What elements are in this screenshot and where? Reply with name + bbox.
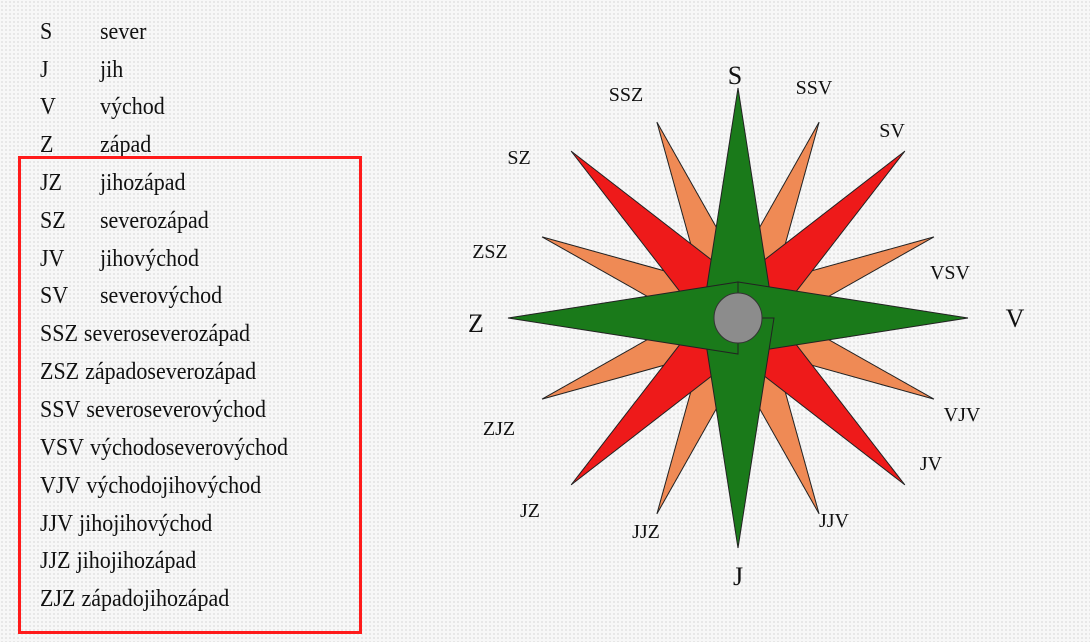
label-jjz: JJZ <box>632 521 660 543</box>
compass-hub <box>714 293 762 343</box>
legend-name: jih <box>100 50 123 88</box>
label-s: S <box>728 61 742 90</box>
legend-name: východ <box>100 87 165 125</box>
label-jz: JZ <box>520 500 540 522</box>
compass-rose: S V J Z SV JV JZ SZ SSV VSV VJV JJV JJZ … <box>430 40 1070 600</box>
highlight-box <box>18 156 362 634</box>
label-ssv: SSV <box>796 77 833 99</box>
label-jjv: JJV <box>819 510 850 532</box>
label-sv: SV <box>879 120 905 142</box>
legend-abbr: S <box>40 12 100 50</box>
legend-abbr: J <box>40 50 100 88</box>
point-z <box>508 282 738 354</box>
label-zsz: ZSZ <box>472 241 508 263</box>
label-v: V <box>1006 304 1025 333</box>
label-sz: SZ <box>507 147 530 169</box>
label-vsv: VSV <box>930 262 971 284</box>
label-zjz: ZJZ <box>483 418 515 440</box>
label-z: Z <box>468 309 484 338</box>
label-ssz: SSZ <box>609 84 643 106</box>
legend-abbr: V <box>40 87 100 125</box>
label-jv: JV <box>920 453 943 475</box>
label-j: J <box>733 562 743 591</box>
legend-name: sever <box>100 12 146 50</box>
label-vjv: VJV <box>944 404 981 426</box>
